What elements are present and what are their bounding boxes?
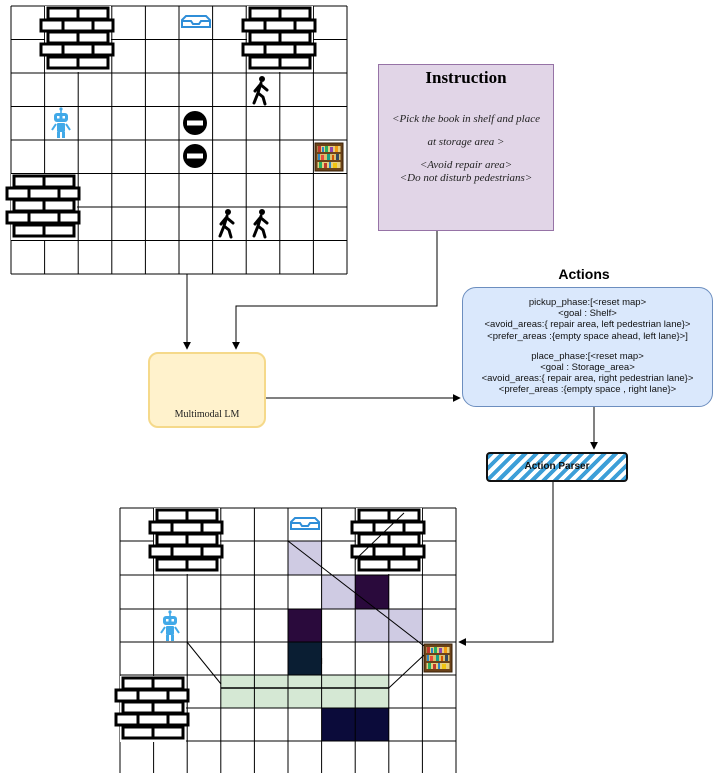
connector-parser-to-map xyxy=(458,482,554,646)
no-entry-icon xyxy=(183,144,207,168)
bookshelf-icon xyxy=(314,142,344,172)
storage-tray-icon xyxy=(181,15,211,28)
pickup-avoid-areas: <avoid_areas:{ repair area, left pedestr… xyxy=(484,319,691,331)
instruction-box: Instruction <Pick the book in shelf and … xyxy=(378,64,554,231)
instruction-line: <Avoid repair area> xyxy=(419,159,513,171)
path-cell xyxy=(321,575,356,609)
storage-tray-icon xyxy=(290,517,320,530)
place-phase-header: place_phase:[<reset map> xyxy=(531,350,644,362)
instruction-title: Instruction xyxy=(425,68,507,87)
lane-highlight xyxy=(220,675,389,708)
brick-wall-icon xyxy=(114,674,190,744)
planned-path xyxy=(186,512,425,689)
multimodal-lm-label: Multimodal LM xyxy=(174,409,240,420)
instruction-line: <Do not disturb pedestrians> xyxy=(399,172,533,184)
instruction-line: <Pick the book in shelf and place xyxy=(392,113,540,125)
brick-wall-icon xyxy=(241,4,317,74)
flow-connectors xyxy=(183,231,598,646)
place-goal: <goal : Storage_area> xyxy=(540,362,635,374)
brick-wall-icon xyxy=(39,4,115,74)
place-prefer-areas: <prefer_areas :{empty space , right lane… xyxy=(498,384,677,396)
brick-wall-icon xyxy=(148,506,224,576)
multimodal-lm-box: Multimodal LM xyxy=(148,352,266,428)
bottom-grid-map xyxy=(114,506,457,773)
connector-instruction-to-lm xyxy=(232,231,438,350)
pickup-prefer-areas: <prefer_areas :{empty space ahead, left … xyxy=(487,330,688,342)
no-entry-icon xyxy=(183,111,207,135)
top-grid-map xyxy=(5,4,348,275)
action-parser-label: Action Parser xyxy=(524,461,590,472)
path-cell xyxy=(288,642,322,675)
bookshelf-icon xyxy=(423,643,453,673)
brick-wall-icon xyxy=(350,506,426,576)
path-cell xyxy=(388,609,423,642)
pickup-goal: <goal : Shelf> xyxy=(558,308,617,320)
place-avoid-areas: <avoid_areas:{ repair area, right pedest… xyxy=(481,373,694,385)
pickup-phase-header: pickup_phase:[<reset map> xyxy=(528,297,647,308)
brick-wall-icon xyxy=(5,172,81,242)
action-parser-box: Action Parser xyxy=(486,452,628,482)
actions-box: pickup_phase:[<reset map> <goal : Shelf>… xyxy=(462,287,713,407)
path-cell xyxy=(355,575,389,609)
path-cell xyxy=(355,609,389,642)
actions-title: Actions xyxy=(558,266,610,282)
path-cell xyxy=(288,541,322,575)
path-cell xyxy=(288,609,322,642)
instruction-line: at storage area > xyxy=(427,136,505,148)
